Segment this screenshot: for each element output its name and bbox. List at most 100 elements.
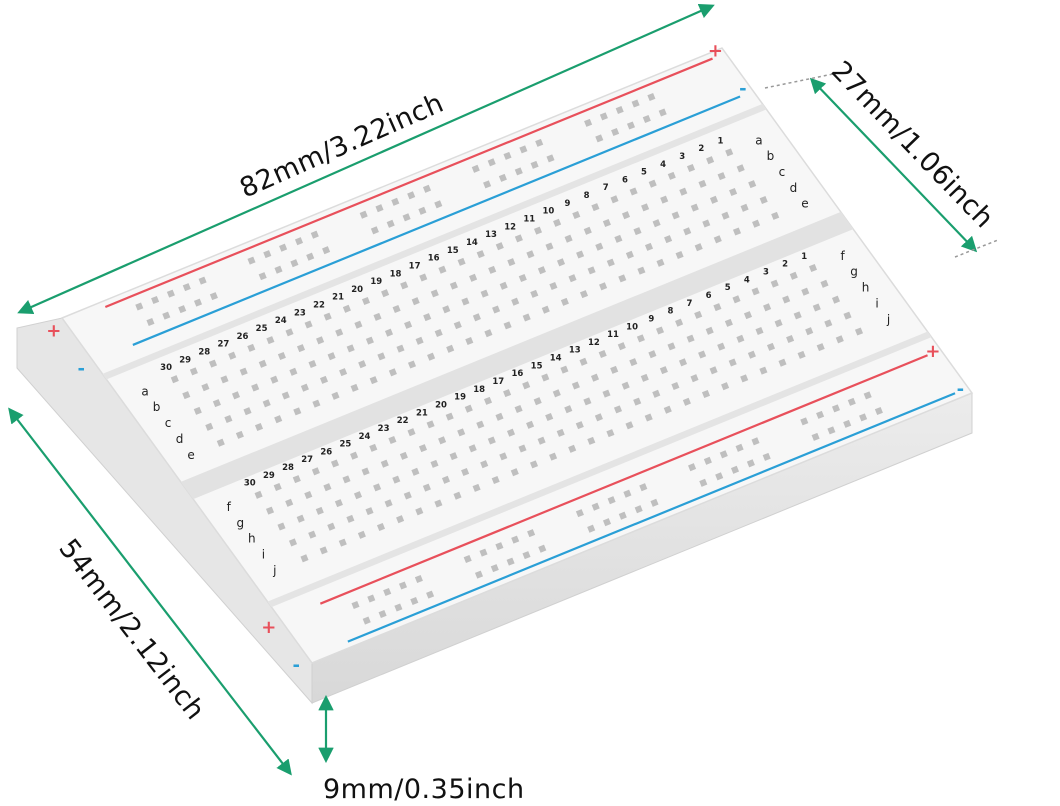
terminal-hole (602, 389, 611, 398)
terminal-hole (300, 554, 309, 563)
terminal-hole (717, 342, 726, 351)
terminal-hole (247, 343, 256, 352)
terminal-hole (820, 279, 829, 288)
column-letter-label: b (767, 149, 775, 163)
terminal-hole (640, 373, 649, 382)
terminal-hole (748, 180, 757, 189)
terminal-hole (468, 444, 477, 453)
rail-hole (843, 419, 852, 428)
terminal-hole (736, 334, 745, 343)
terminal-hole (304, 490, 313, 500)
terminal-hole (786, 334, 795, 344)
terminal-hole (334, 499, 343, 508)
terminal-hole (713, 235, 722, 244)
terminal-hole (721, 382, 730, 391)
bottom-negative-rail-line (347, 392, 956, 643)
terminal-hole (361, 467, 370, 476)
terminal-hole (483, 396, 493, 405)
terminal-hole (510, 468, 519, 477)
row-number-label: 7 (603, 183, 609, 193)
terminal-hole (427, 352, 436, 361)
terminal-hole (472, 483, 481, 492)
terminal-hole (319, 546, 328, 555)
row-number-label: 8 (584, 191, 590, 201)
row-number-label: 18 (473, 385, 485, 395)
terminal-hole (319, 375, 329, 384)
terminal-hole (736, 164, 745, 173)
terminal-hole (732, 295, 741, 304)
terminal-hole (541, 373, 550, 382)
column-letter-label: b (153, 400, 161, 414)
row-number-label: 14 (550, 354, 562, 364)
terminal-hole (610, 365, 619, 374)
terminal-hole (771, 211, 780, 220)
terminal-hole (579, 357, 588, 366)
terminal-hole (831, 295, 841, 304)
terminal-hole (446, 344, 455, 353)
terminal-hole (503, 321, 512, 330)
rail-hole (623, 489, 632, 498)
rail-hole (398, 581, 408, 590)
terminal-hole (445, 412, 454, 421)
terminal-hole (292, 475, 301, 484)
rail-hole (688, 463, 697, 472)
row-number-label: 11 (523, 215, 535, 225)
terminal-hole (434, 499, 443, 508)
terminal-hole (415, 507, 424, 516)
terminal-hole (514, 404, 523, 414)
terminal-hole (613, 405, 623, 414)
terminal-hole (430, 459, 439, 468)
terminal-hole (594, 413, 603, 422)
terminal-hole (353, 491, 363, 500)
rail-hole (831, 404, 841, 413)
terminal-hole (621, 381, 630, 390)
terminal-hole (311, 467, 320, 476)
terminal-hole (289, 367, 298, 376)
terminal-hole (518, 444, 527, 453)
terminal-hole (384, 499, 393, 508)
row-number-label: 17 (492, 377, 504, 387)
dimension-arrows (8, 3, 999, 776)
rail-hole (650, 498, 659, 507)
row-number-label: 19 (454, 393, 466, 403)
terminal-hole (725, 148, 734, 157)
terminal-hole (228, 351, 237, 360)
terminal-hole (357, 530, 366, 539)
terminal-hole (220, 375, 229, 384)
terminal-hole (453, 321, 462, 330)
terminal-hole (377, 352, 386, 361)
terminal-hole (208, 359, 218, 368)
height-label: 9mm/0.35inch (323, 774, 525, 805)
terminal-hole (633, 397, 642, 406)
terminal-hole (743, 311, 753, 320)
row-number-label: 22 (397, 416, 409, 426)
rail-hole (800, 417, 809, 426)
row-number-label: 26 (320, 447, 332, 457)
half-width-arrow (809, 77, 978, 253)
row-number-label: 30 (160, 363, 172, 373)
terminal-hole (438, 436, 447, 445)
row-number-label: 16 (428, 254, 440, 264)
terminal-hole (376, 522, 386, 532)
terminal-hole (564, 405, 573, 414)
terminal-hole (312, 399, 321, 408)
row-number-label: 26 (237, 332, 249, 342)
width-arrow (8, 407, 292, 776)
rail-hole (378, 609, 387, 619)
plus-sign-label: + (708, 41, 723, 62)
rail-hole (479, 548, 488, 557)
row-number-label: 27 (217, 340, 229, 350)
terminal-hole (805, 327, 814, 336)
terminal-hole (663, 405, 672, 414)
terminal-hole (545, 412, 554, 422)
terminal-hole (503, 389, 512, 398)
terminal-hole (701, 389, 711, 399)
terminal-hole (824, 319, 833, 328)
terminal-hole (403, 491, 412, 500)
rail-hole (506, 557, 515, 566)
rail-hole (703, 456, 712, 465)
terminal-hole (323, 312, 332, 321)
row-number-label: 8 (667, 307, 673, 317)
terminal-hole (598, 349, 607, 359)
row-number-label: 15 (531, 361, 543, 371)
